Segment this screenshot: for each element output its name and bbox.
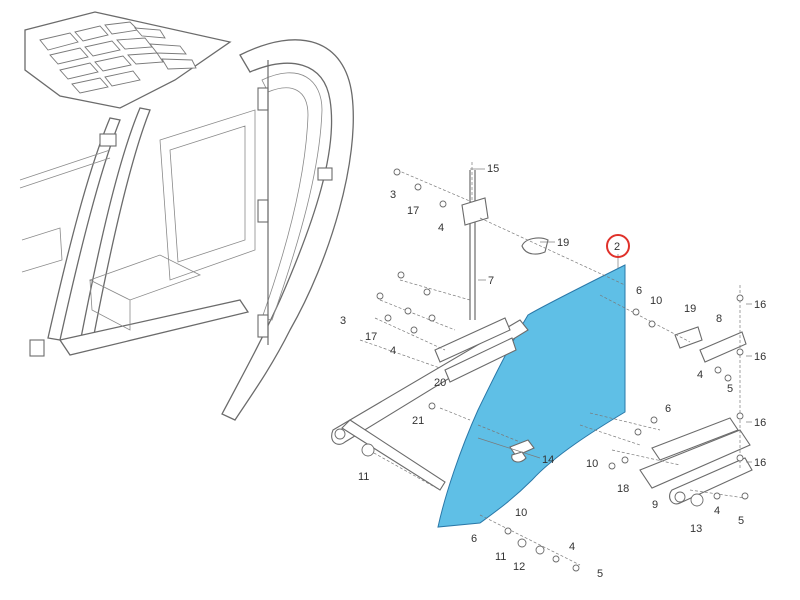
hardware (361, 168, 749, 572)
callout-label: 16 (754, 351, 766, 363)
callout-label: 11 (495, 551, 506, 563)
callout-label: 20 (434, 377, 446, 389)
callout-label: 19 (684, 303, 696, 315)
hinge-plate-lower (639, 417, 753, 505)
callout-label: 17 (407, 205, 419, 217)
callout-label: 12 (513, 561, 525, 573)
roof-grate (24, 11, 232, 109)
callout-label: 2 (614, 241, 620, 253)
callout-label: 3 (340, 315, 346, 327)
selected-callout-ring (606, 234, 630, 258)
callout-label: 4 (714, 505, 720, 517)
callout-label: 6 (471, 533, 477, 545)
right-bolt-column (736, 285, 744, 470)
hinge (257, 199, 269, 223)
callout-label: 16 (754, 457, 766, 469)
callout-label: 16 (754, 417, 766, 429)
door-lower-frame (331, 317, 529, 491)
callout-label: 18 (617, 483, 629, 495)
callout-label: 16 (754, 299, 766, 311)
callout-label: 10 (586, 458, 598, 470)
cab-frame (19, 11, 354, 421)
callout-label: 19 (557, 237, 569, 249)
callout-label: 5 (738, 515, 744, 527)
callout-label: 6 (636, 285, 642, 297)
callout-label: 15 (487, 163, 499, 175)
callout-label: 11 (358, 471, 369, 483)
hinge (257, 87, 269, 111)
hinge (257, 314, 269, 338)
callout-label: 4 (390, 345, 396, 357)
callout-label: 8 (716, 313, 722, 325)
callout-label: 4 (569, 541, 575, 553)
callout-label: 4 (697, 369, 703, 381)
callout-label: 14 (542, 454, 554, 466)
callout-label: 7 (488, 275, 494, 287)
callout-label: 3 (390, 189, 396, 201)
door-handle (509, 439, 535, 463)
pillar-rod (461, 170, 489, 320)
callout-label: 17 (365, 331, 377, 343)
callout-label: 21 (412, 415, 424, 427)
leader-lines (359, 162, 752, 566)
callout-label: 9 (652, 499, 658, 511)
callout-label: 5 (597, 568, 603, 580)
door-glass-panel (437, 264, 626, 528)
callout-label: 13 (690, 523, 702, 535)
callout-label: 5 (727, 383, 733, 395)
callout-label: 10 (650, 295, 662, 307)
callout-label: 4 (438, 222, 444, 234)
callout-labels: 15 3 17 4 19 2 7 6 10 19 8 16 16 4 5 3 1… (340, 163, 766, 580)
callout-label: 6 (665, 403, 671, 415)
callout-label: 10 (515, 507, 527, 519)
